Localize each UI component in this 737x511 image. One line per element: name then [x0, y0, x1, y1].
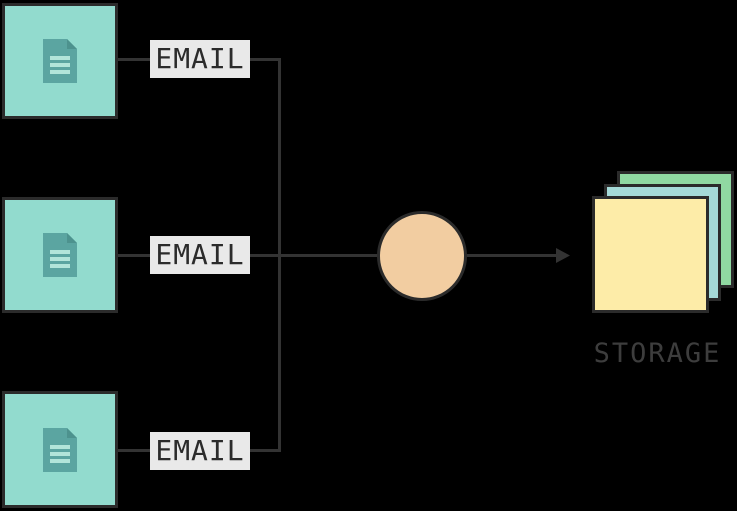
source-document-node-3	[2, 391, 118, 508]
document-icon	[43, 233, 77, 277]
email-tag-3: EMAIL	[150, 432, 250, 470]
source-document-node-2	[2, 197, 118, 313]
email-tag-2: EMAIL	[150, 236, 250, 274]
document-icon	[43, 39, 77, 83]
processor-circle-node	[377, 211, 467, 301]
document-icon	[43, 427, 77, 472]
source-document-node-1	[2, 3, 118, 119]
email-tag-1: EMAIL	[150, 40, 250, 78]
arrowhead-icon	[556, 248, 570, 263]
storage-label: STORAGE	[593, 338, 722, 369]
storage-layer-front	[592, 196, 709, 313]
